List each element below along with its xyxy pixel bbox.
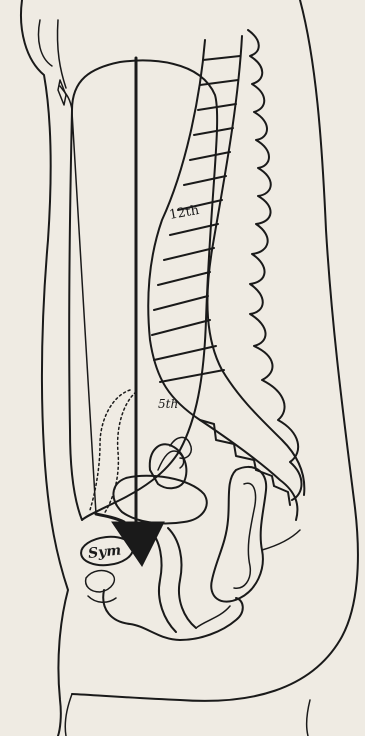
spinous-processes xyxy=(248,30,302,500)
belly-outline xyxy=(21,0,68,736)
sacrum xyxy=(200,420,290,505)
vertebral-column-back xyxy=(207,36,304,495)
bladder xyxy=(113,476,206,524)
vertebra-label-upper: 12th xyxy=(168,203,201,223)
symphysis-lower xyxy=(86,571,115,592)
vertebra-label-lower: 5th xyxy=(158,397,178,411)
vagina-canal xyxy=(150,528,196,632)
rectum xyxy=(211,467,266,602)
curved-arrow-shaft xyxy=(96,514,124,522)
skin-fold xyxy=(39,20,67,105)
guide-line xyxy=(72,112,96,514)
abdominal-cavity xyxy=(69,61,217,520)
vertebral-column-front xyxy=(148,40,297,520)
symphysis-label: Sym xyxy=(87,543,122,562)
perineum xyxy=(103,590,243,640)
abdominal-wall-inner xyxy=(57,20,72,110)
rectum-inner xyxy=(234,483,256,588)
